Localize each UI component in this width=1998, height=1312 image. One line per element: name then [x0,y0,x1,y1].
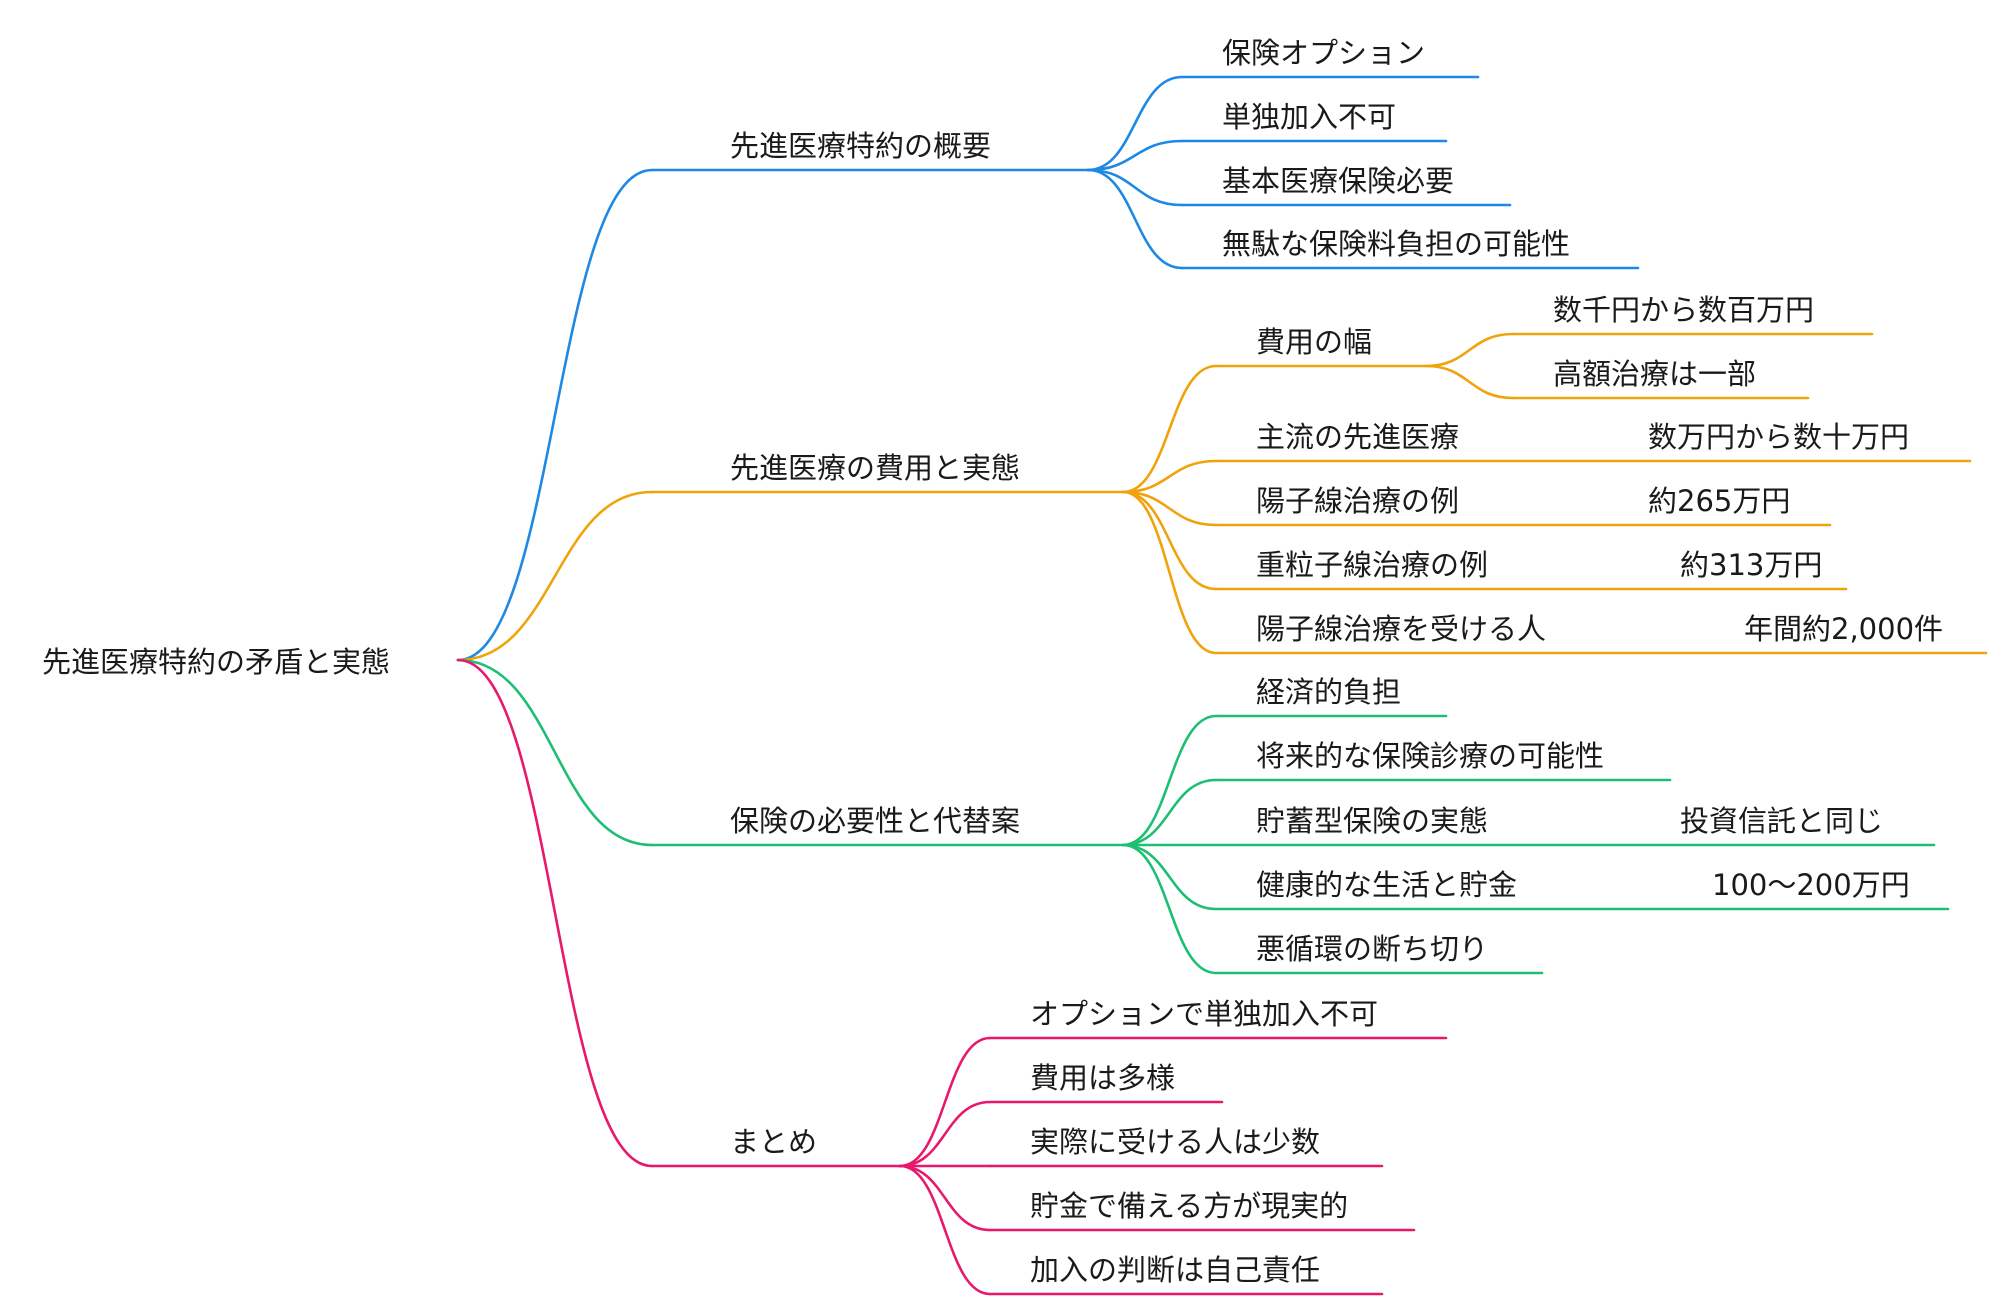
branch-0-child-3-connector [1086,168,1184,270]
branch-2-child-2-label: 貯蓄型保険の実態 [1256,804,1488,838]
branch-1-child-1-sub-0-label: 数万円から数十万円 [1648,420,1909,454]
branch-1-child-3-label: 重粒子線治療の例 [1256,548,1488,582]
branch-1-child-0-sub-1-label: 高額治療は一部 [1553,357,1756,391]
branch-3-child-4-connector [898,1164,992,1296]
branch-2-connector [456,658,654,847]
branch-1-child-3-connector [1121,490,1218,591]
branch-0-child-2-label: 基本医療保険必要 [1222,164,1454,198]
branch-2-child-3-label: 健康的な生活と貯金 [1256,868,1517,902]
branch-3-child-4-label: 加入の判断は自己責任 [1030,1253,1320,1287]
branch-1-child-3-sub-0-label: 約313万円 [1680,548,1822,582]
branch-1-child-0-label: 費用の幅 [1256,325,1372,359]
branch-0-child-1-connector [1086,139,1184,172]
branch-3-child-3-label: 貯金で備える方が現実的 [1030,1189,1348,1223]
branch-2-child-4-connector [1121,843,1218,975]
branch-3-child-0-connector [898,1036,992,1168]
branch-2-child-1-connector [1121,778,1218,847]
branch-0-connector [456,168,654,662]
branch-1-child-2-label: 陽子線治療の例 [1256,484,1459,518]
branch-1-child-0-sub-0-label: 数千円から数百万円 [1553,293,1814,327]
branch-2-child-2-sub-0-label: 投資信託と同じ [1680,804,1883,838]
branch-3-label: まとめ [730,1125,817,1159]
mind-map-nodes: 先進医療特約の矛盾と実態 先進医療特約の概要 保険オプション単独加入不可基本医療保険… [42,36,1943,1287]
branch-3-connector [456,658,654,1168]
branch-3-child-1-label: 費用は多様 [1030,1061,1175,1095]
branch-1-child-0-connector [1121,364,1218,494]
branch-1-child-4-sub-0-label: 年間約2,000件 [1744,612,1943,646]
branch-1-label: 先進医療の費用と実態 [730,451,1020,485]
branch-2-child-3-sub-0-label: 100〜200万円 [1712,868,1910,902]
branch-1-child-2-connector [1121,490,1218,527]
branch-1-child-1-label: 主流の先進医療 [1256,420,1459,454]
branch-3-child-0-label: オプションで単独加入不可 [1030,997,1378,1031]
branch-0-child-1-label: 単独加入不可 [1222,100,1396,134]
branch-3-child-2-label: 実際に受ける人は少数 [1030,1125,1320,1159]
branch-0-label: 先進医療特約の概要 [730,129,991,163]
branch-2-child-0-connector [1121,714,1218,847]
branch-2-child-0-label: 経済的負担 [1256,675,1401,709]
branch-0-child-0-connector [1086,75,1184,172]
branch-3-child-3-connector [898,1164,992,1232]
branch-3-child-1-connector [898,1100,992,1168]
branch-1-child-1-connector [1121,459,1218,494]
root-node-label: 先進医療特約の矛盾と実態 [42,645,390,679]
branch-1-child-2-sub-0-label: 約265万円 [1648,484,1790,518]
branch-2-label: 保険の必要性と代替案 [730,804,1020,838]
branch-2-child-4-label: 悪循環の断ち切り [1256,932,1488,966]
mind-map-connectors [456,75,1988,1296]
branch-2-child-3-connector [1121,843,1218,911]
branch-1-child-4-label: 陽子線治療を受ける人 [1256,612,1546,646]
branch-1-child-0-sub-0-connector [1424,332,1515,368]
branch-1-connector [456,490,654,662]
branch-1-child-4-connector [1121,490,1218,655]
branch-2-child-1-label: 将来的な保険診療の可能性 [1256,739,1604,773]
branch-0-child-3-label: 無駄な保険料負担の可能性 [1222,227,1570,261]
branch-0-child-2-connector [1086,168,1184,207]
branch-1-child-0-sub-1-connector [1424,364,1515,400]
branch-0-child-0-label: 保険オプション [1222,36,1425,70]
